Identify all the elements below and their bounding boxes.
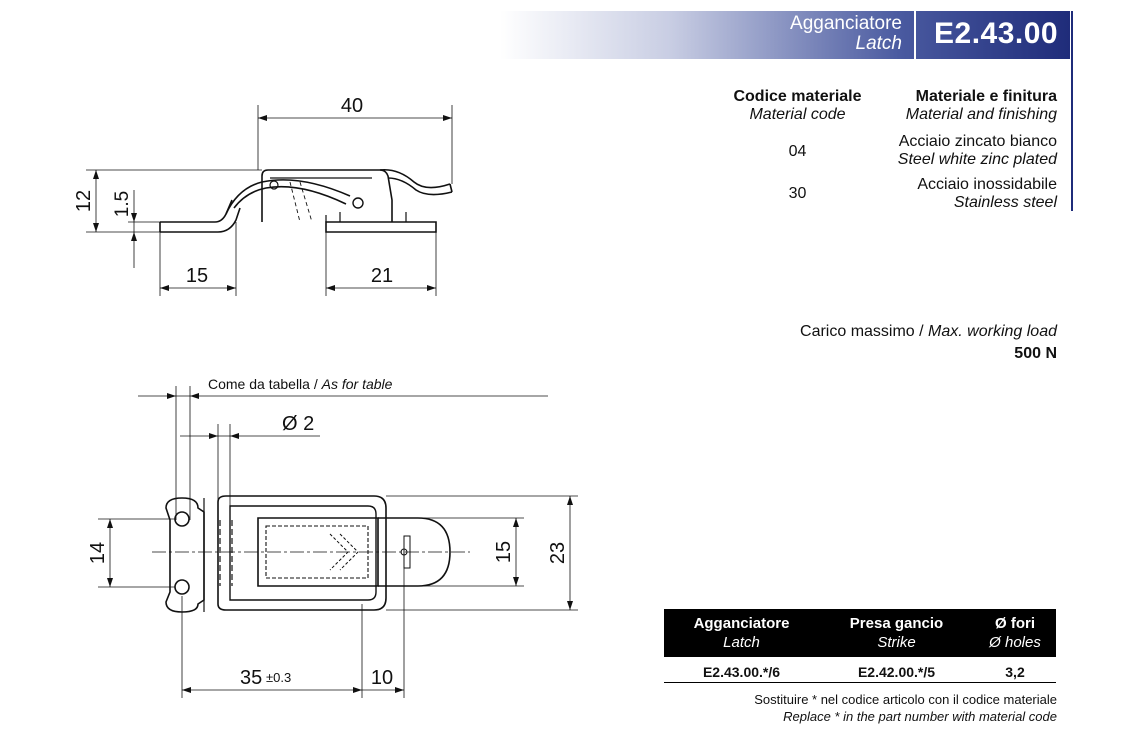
load-label-it: Carico massimo /	[800, 323, 929, 340]
technical-drawing: 40 12 1.5 15 21 Come da tabella / As for…	[73, 95, 578, 698]
finish-30-it: Acciaio inossidabile	[917, 176, 1057, 193]
material-finish-30: Acciaio inossidabile Stainless steel	[880, 176, 1057, 212]
material-code-header-it: Codice materiale	[733, 88, 862, 105]
dim-outer-23: 23	[547, 542, 569, 564]
as-for-table-note: Come da tabella / As for table	[208, 376, 393, 392]
table-bottom-rule	[664, 682, 1056, 683]
product-title: Agganciatore Latch	[790, 14, 902, 54]
title-italian: Agganciatore	[790, 13, 902, 34]
material-finish-header-it: Materiale e finitura	[915, 88, 1057, 105]
cell-latch: E2.43.00.*/6	[702, 664, 781, 680]
load-label-en: Max. working load	[928, 323, 1057, 340]
finish-30-en: Stainless steel	[953, 194, 1057, 211]
load-value: 500 N	[1014, 345, 1057, 362]
material-code-30: 30	[788, 185, 807, 202]
dim-right-21: 21	[371, 265, 393, 287]
dim-length-35: 35	[240, 667, 262, 689]
dim-tolerance: ±0.3	[266, 670, 291, 685]
col-strike-en: Strike	[877, 634, 916, 651]
finish-04-en: Steel white zinc plated	[897, 151, 1057, 168]
material-finish-header: Materiale e finitura Material and finish…	[880, 88, 1057, 124]
material-code-header-en: Material code	[749, 106, 846, 123]
cell-strike: E2.42.00.*/5	[857, 664, 936, 680]
dim-height-12: 12	[73, 190, 95, 212]
side-view: 40 12 1.5 15 21	[73, 95, 453, 296]
note-table-it: Come da tabella /	[208, 376, 322, 392]
dim-left-15: 15	[186, 265, 208, 287]
col-strike-it: Presa gancio	[849, 615, 944, 632]
replace-note: Sostituire * nel codice articolo con il …	[754, 691, 1057, 725]
material-code-04: 04	[788, 143, 807, 160]
col-holes-en: Ø holes	[989, 634, 1041, 651]
col-latch-en: Latch	[723, 634, 760, 651]
dim-wire-diameter: Ø 2	[282, 413, 314, 435]
header-band	[500, 11, 1070, 59]
product-code: E2.43.00	[934, 17, 1059, 50]
note-table-en: As for table	[321, 376, 393, 392]
dim-length-40: 40	[341, 95, 363, 117]
col-holes-it: Ø fori	[995, 615, 1035, 632]
plan-view: Come da tabella / As for table Ø 2 14	[87, 376, 578, 698]
finish-04-it: Acciaio zincato bianco	[898, 133, 1057, 150]
note-english: Replace * in the part number with materi…	[783, 709, 1057, 724]
note-italian: Sostituire * nel codice articolo con il …	[754, 692, 1057, 707]
material-finish-04: Acciaio zincato bianco Steel white zinc …	[880, 133, 1057, 169]
cell-holes: 3,2	[1005, 664, 1025, 680]
col-latch-it: Agganciatore	[693, 615, 790, 632]
max-load: Carico massimo / Max. working load 500 N	[800, 322, 1057, 364]
title-english: Latch	[855, 33, 902, 54]
right-margin-line	[1071, 11, 1073, 211]
table-row: E2.43.00.*/6 E2.42.00.*/5 3,2	[664, 657, 1056, 680]
dim-inner-15: 15	[493, 541, 515, 563]
material-code-header: Codice materiale Material code	[700, 88, 895, 124]
header-separator	[914, 11, 916, 59]
material-finish-header-en: Material and finishing	[905, 106, 1057, 123]
dim-tip-10: 10	[371, 667, 393, 689]
dim-holes-14: 14	[87, 542, 109, 564]
dim-thickness-1-5: 1.5	[112, 191, 133, 217]
